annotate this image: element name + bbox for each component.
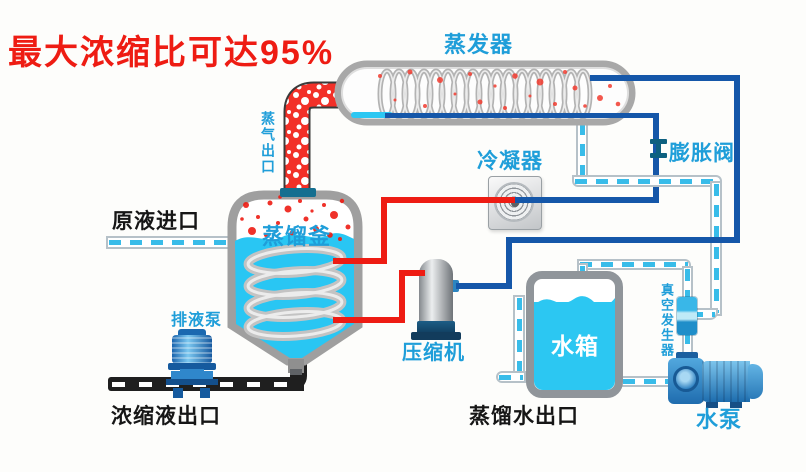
compressor-body: [419, 259, 453, 325]
label-condenser: 冷凝器: [477, 150, 543, 173]
steam-pipe: [280, 81, 358, 197]
label-distilled-outlet: 蒸馏水出口: [469, 405, 579, 428]
condenser-hub: [511, 199, 519, 207]
drain-pump-cap: [178, 329, 206, 336]
pipe-raw-inlet: [106, 236, 242, 249]
label-compressor: 压缩机: [402, 342, 465, 364]
drain-pump-base: [166, 379, 218, 385]
label-evaporator: 蒸发器: [444, 32, 514, 57]
drain-pump-foot-left: [173, 388, 183, 398]
label-water-tank: 水箱: [551, 333, 599, 359]
water-pump-eye: [673, 366, 699, 392]
label-steam-outlet: 蒸气出口: [260, 111, 276, 175]
water-pump-inlet-flange: [676, 352, 698, 360]
pipe-evaporator-liquid-line: [385, 113, 658, 118]
drain-pump-foot-right: [200, 388, 210, 398]
label-expansion-valve: 膨胀阀: [669, 142, 735, 165]
drain-pump-nub-right: [204, 371, 213, 380]
pipe-distilled-down: [513, 295, 525, 383]
pipe-condensate-horizontal: [572, 175, 722, 187]
pipe-evaporator-suction: [590, 75, 740, 81]
label-water-pump: 水泵: [696, 407, 743, 432]
pipe-condenser-outlet: [512, 197, 659, 203]
pipe-suction-drop: [506, 237, 512, 289]
pipe-compressor-riser: [399, 270, 405, 323]
pipe-tank-to-pump: [620, 376, 674, 387]
label-concentrate-outlet: 浓缩液出口: [111, 405, 221, 428]
pipe-suction-horizontal: [506, 237, 740, 243]
pipe-to-compressor: [456, 283, 512, 289]
pipe-distilled-outlet: [496, 371, 526, 383]
evaporator-liquid-wedge: [351, 112, 393, 118]
pipe-expansion-valve-line: [653, 113, 659, 203]
drain-pump-neck: [180, 369, 204, 380]
compressor-base: [411, 332, 461, 340]
expansion-valve-icon: [650, 139, 667, 158]
pipe-coil-top-riser: [381, 197, 387, 264]
label-vacuum-generator: 真空发生器: [659, 283, 674, 358]
water-tank-wave: [534, 296, 615, 307]
compressor-band: [417, 321, 455, 334]
water-pump-foot-left: [706, 402, 718, 408]
condenser-unit: [488, 176, 542, 230]
drain-pump-motor: [172, 335, 212, 364]
compressor-port: [450, 280, 459, 292]
label-raw-inlet: 原液进口: [112, 210, 200, 233]
pipe-condensate-down: [710, 181, 722, 316]
evaporator-vessel: [334, 60, 636, 126]
pipe-right-riser: [734, 75, 740, 243]
kettle-vessel: [227, 190, 363, 375]
pipe-coil-top: [333, 258, 385, 264]
pipe-condenser-inlet: [381, 197, 515, 203]
vacuum-generator-unit: [677, 297, 697, 335]
label-kettle: 蒸馏釜: [262, 224, 332, 249]
pipe-coil-bottom: [333, 317, 405, 323]
drain-pump-flange: [168, 363, 216, 370]
water-pump-motor: [702, 361, 750, 402]
water-pump-endcap: [748, 364, 763, 399]
water-pump-foot-right: [730, 402, 742, 408]
banner-max-concentration: 最大浓缩比可达95%: [8, 34, 335, 72]
pipe-tank-top: [577, 259, 691, 270]
drain-pump-nub-left: [171, 371, 180, 380]
label-drain-pump: 排液泵: [171, 312, 223, 329]
water-tank-water: [534, 302, 615, 390]
pipe-compressor-inlet: [399, 270, 425, 276]
